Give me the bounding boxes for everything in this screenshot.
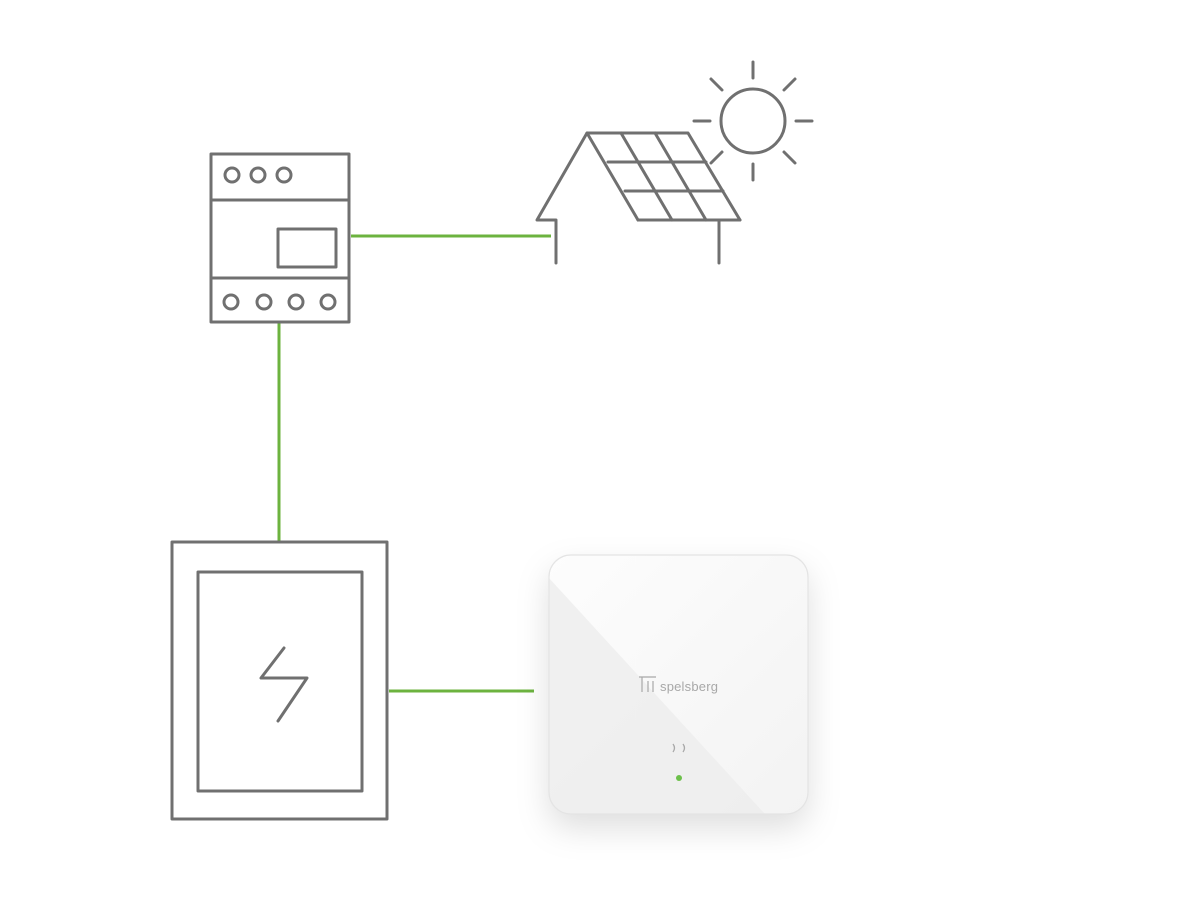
status-led xyxy=(676,775,682,781)
wallbox-lower-facet xyxy=(549,578,765,814)
brand-name: spelsberg xyxy=(660,679,718,694)
wallbox-edge xyxy=(548,554,809,815)
distribution-panel-icon xyxy=(170,540,389,821)
brand-logo-icon xyxy=(639,676,656,692)
energy-meter-icon xyxy=(209,152,351,324)
house-solar-roof-icon xyxy=(535,131,742,265)
wallbox-charger: spelsberg xyxy=(548,554,809,815)
contactless-icon xyxy=(672,743,686,753)
sun-icon xyxy=(692,60,814,182)
lightning-icon xyxy=(259,646,309,723)
